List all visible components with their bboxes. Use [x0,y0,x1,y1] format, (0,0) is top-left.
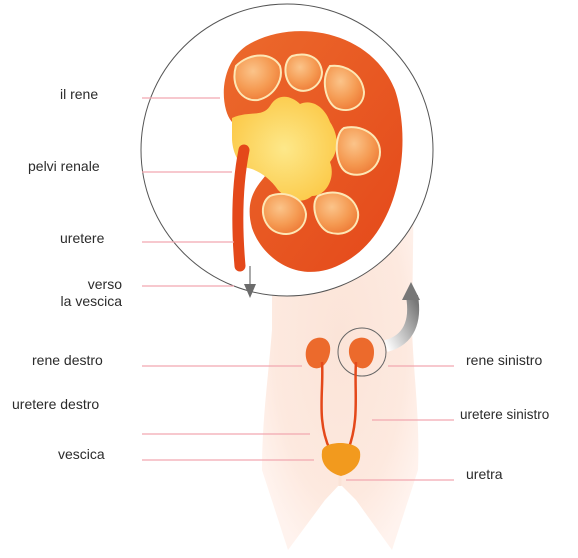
label-rene-sinistro: rene sinistro [466,352,542,369]
label-uretra: uretra [466,466,503,483]
label-uretere-sinistro: uretere sinistro [460,406,549,423]
label-verso: verso la vescica [60,276,122,310]
label-verso-line2: la vescica [60,293,122,310]
label-vescica: vescica [58,446,105,463]
label-uretere: uretere [60,230,104,247]
label-pelvi-renale: pelvi renale [28,158,100,175]
label-il-rene: il rene [60,86,98,103]
label-rene-destro: rene destro [32,352,103,369]
label-uretere-destro: uretere destro [12,396,99,413]
label-verso-line1: verso [60,276,122,293]
